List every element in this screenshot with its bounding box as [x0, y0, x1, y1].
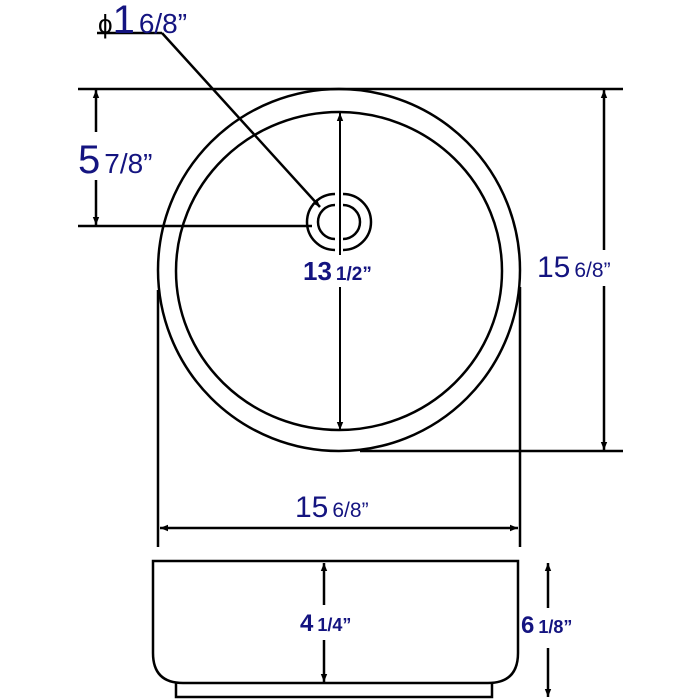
outer-rim-circle	[156, 87, 522, 453]
drain-outer-ring	[305, 192, 373, 252]
drain-inner-ring	[316, 203, 362, 241]
top-view	[78, 31, 623, 547]
bowl-foot	[174, 683, 494, 699]
drain-leader-arrow	[161, 32, 321, 208]
side-view	[151, 559, 552, 699]
bowl-side-profile	[151, 559, 520, 685]
diameter-symbol: ϕ	[98, 9, 113, 39]
